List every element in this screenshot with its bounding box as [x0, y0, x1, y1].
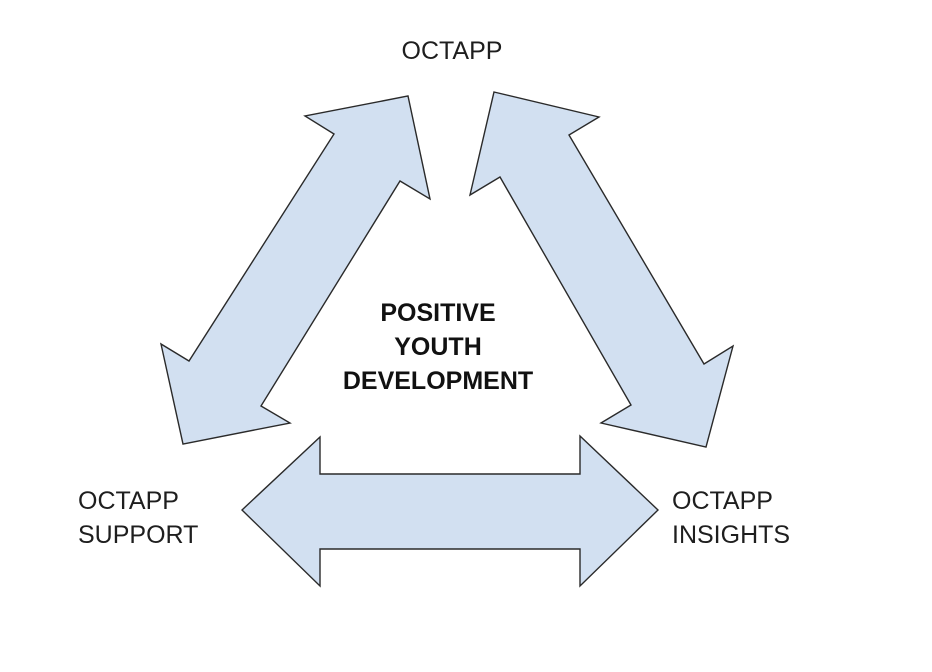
- center-title-line1: POSITIVE: [380, 299, 496, 327]
- node-label-support-line1: OCTAPP: [78, 487, 179, 515]
- node-label-octapp: OCTAPP: [352, 34, 552, 68]
- center-title: POSITIVE YOUTH DEVELOPMENT: [288, 296, 588, 398]
- node-label-octapp-support: OCTAPP SUPPORT: [78, 484, 198, 552]
- node-label-insights-line2: INSIGHTS: [672, 521, 791, 549]
- node-label-support-line2: SUPPORT: [78, 521, 199, 549]
- node-label-insights-line1: OCTAPP: [672, 487, 773, 515]
- node-label-octapp-line1: OCTAPP: [401, 37, 503, 65]
- center-title-line2: YOUTH: [394, 333, 482, 361]
- center-title-line3: DEVELOPMENT: [342, 367, 534, 395]
- arrow-top-to-insights: [468, 91, 735, 448]
- arrow-top-to-support: [159, 95, 432, 445]
- arrow-support-to-insights: [240, 434, 660, 588]
- node-label-octapp-insights: OCTAPP INSIGHTS: [672, 484, 790, 552]
